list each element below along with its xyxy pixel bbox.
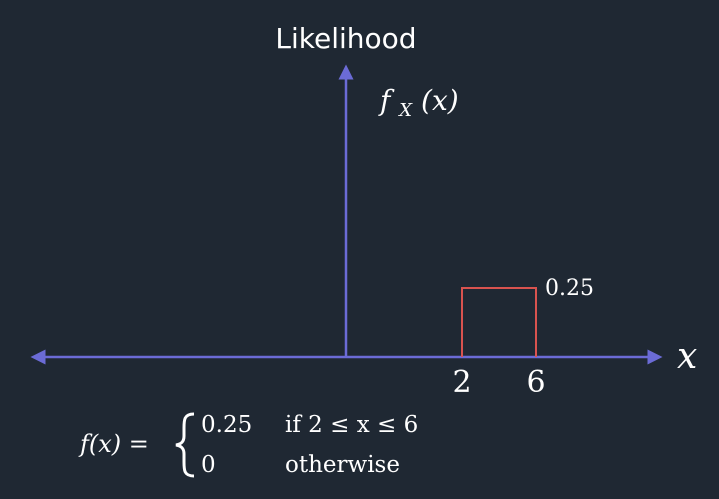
formula-case1-condition: if 2 ≤ x ≤ 6 [285,412,418,438]
formula-case1-value: 0.25 [201,412,252,438]
tick-label-upper: 6 [526,365,545,400]
density-rectangle [461,287,537,357]
tick-label-lower: 2 [452,365,471,400]
formula-lhs: f(x) = [78,430,149,458]
piecewise-formula: f(x) = 0.25 if 2 ≤ x ≤ 6 0 otherwise [78,412,418,478]
pdf-symbol: f X (x) [378,84,459,123]
formula-brace [175,412,195,478]
density-value-label: 0.25 [545,276,594,301]
y-axis-title: Likelihood [275,22,416,55]
x-axis-label: x [677,336,697,377]
formula-case2-value: 0 [201,452,216,478]
formula-case2-condition: otherwise [285,452,400,478]
